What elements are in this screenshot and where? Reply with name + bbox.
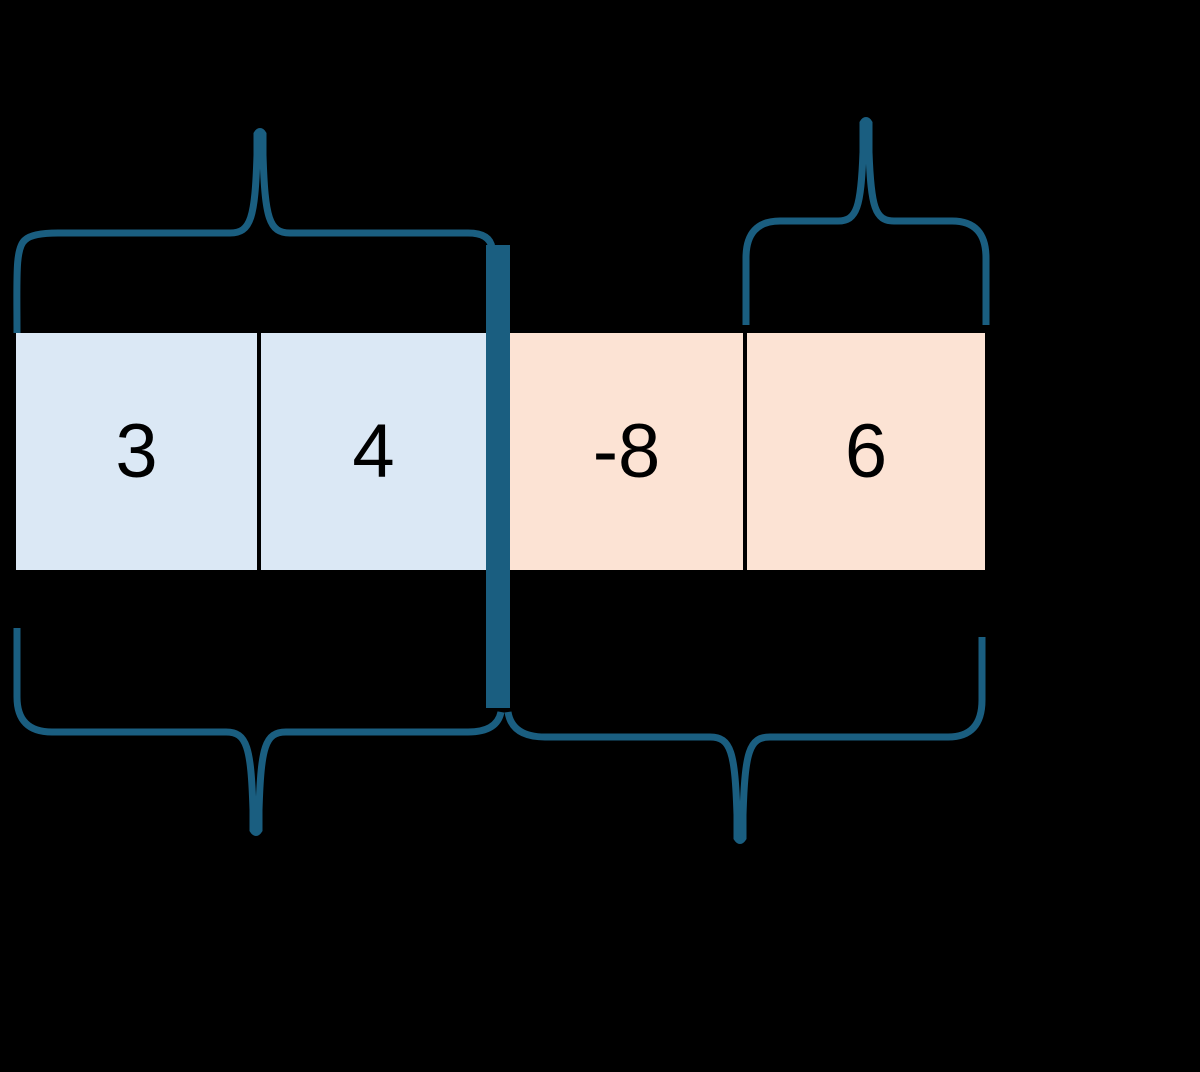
brace-top-right [742, 117, 990, 325]
brace-bottom-right [504, 637, 986, 844]
brace-bottom-left [13, 628, 505, 836]
divider-gap [486, 333, 510, 570]
array-cell: 4 [261, 333, 486, 570]
cell-value: 6 [844, 408, 888, 494]
array-cells: 3 4 -8 6 [16, 333, 985, 570]
cell-separator [257, 333, 261, 570]
cell-value: 3 [115, 408, 158, 494]
brace-top-left [13, 128, 496, 334]
array-cell: 3 [16, 333, 257, 570]
cell-separator [743, 333, 747, 570]
cell-value: 4 [352, 408, 395, 494]
cell-value: -8 [592, 408, 661, 494]
array-cell: -8 [510, 333, 743, 570]
array-cell: 6 [747, 333, 985, 570]
